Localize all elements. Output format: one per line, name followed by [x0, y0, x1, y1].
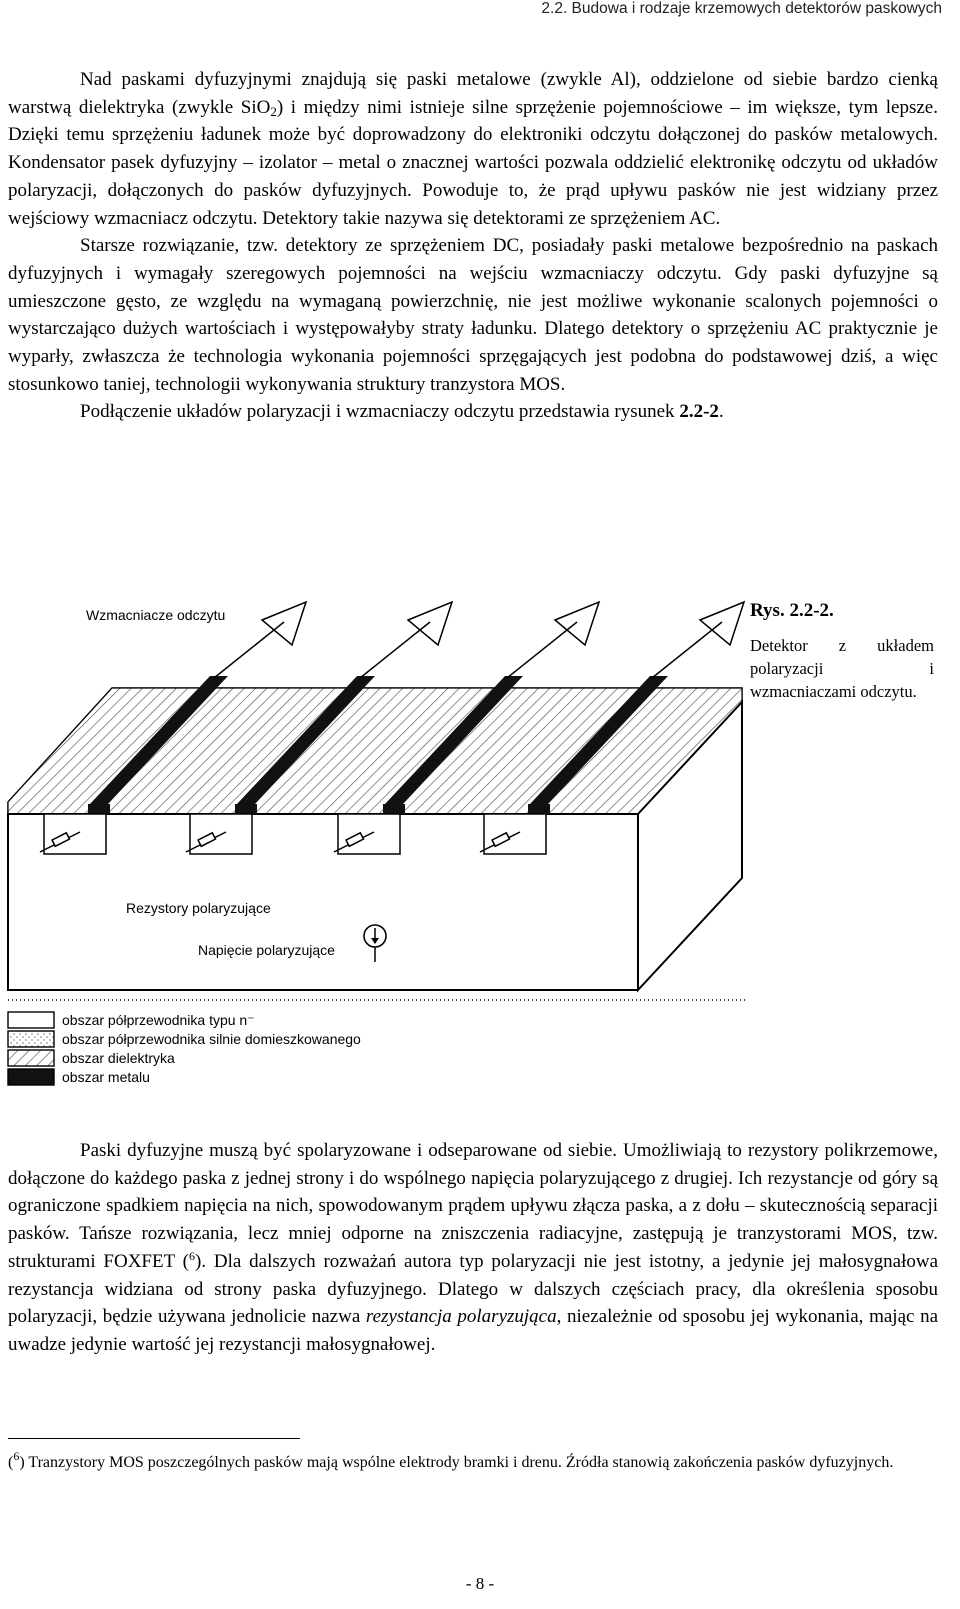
p4-text-b: ). Dla dalszych rozważań autora typ pola…: [8, 1250, 938, 1328]
text-block-top: Nad paskami dyfuzyjnymi znajdują się pas…: [8, 66, 938, 426]
readout-amplifiers: [213, 600, 745, 679]
p1-text-a: Nad paskami dyfuzyjnymi znajdują się pas…: [8, 69, 938, 118]
metal-strip-front: [88, 804, 110, 814]
legend-label: obszar metalu: [62, 1069, 150, 1085]
metal-strip: [90, 676, 228, 804]
bias-voltage-label: Napięcie polaryzujące: [198, 942, 335, 958]
footnote: (6) Tranzystory MOS poszczególnych paskó…: [8, 1449, 936, 1475]
p4-text-c: , niezależnie od sposobu jej wykonania, …: [8, 1306, 939, 1355]
footnote-number: 6: [13, 1449, 20, 1463]
metal-strip: [530, 676, 668, 804]
footnote-open: (: [8, 1454, 14, 1471]
p4-text-a: Paski dyfuzyjne muszą być spolaryzowane …: [8, 1140, 938, 1272]
amplifiers-label: Wzmacniacze odczytu: [86, 607, 225, 623]
amplifier-triangle: [260, 600, 308, 647]
running-header: 2.2. Budowa i rodzaje krzemowych detekto…: [541, 0, 942, 17]
bias-voltage-source: [363, 924, 387, 962]
page-number: - 8 -: [465, 1574, 495, 1593]
p3-text: Podłączenie układów polaryzacji i wzmacn…: [80, 401, 680, 423]
paragraph-3: Podłączenie układów polaryzacji i wzmacn…: [8, 398, 938, 426]
amplifier-triangle: [698, 600, 745, 647]
bias-resistors: [39, 831, 521, 853]
p1-text-b: ) i między nimi istnieje silne sprzężeni…: [8, 96, 938, 229]
legend-swatch-n: [7, 1011, 55, 1029]
footnote-marker: 6: [189, 1248, 196, 1263]
metal-strips: [88, 676, 668, 814]
legend-label: obszar półprzewodnika typu n⁻: [62, 1012, 255, 1028]
text-block-bottom: Paski dyfuzyjne muszą być spolaryzowane …: [8, 1137, 938, 1359]
metal-strip-front: [528, 804, 550, 814]
substrate-side-face: [637, 699, 743, 993]
legend-label: obszar półprzewodnika silnie domieszkowa…: [62, 1031, 361, 1047]
p1-subscript: 2: [270, 103, 277, 119]
legend-label: obszar dielektryka: [62, 1050, 175, 1066]
p4-italic-term: rezystancja polaryzująca: [365, 1306, 557, 1328]
amplifier-triangle: [553, 600, 601, 647]
legend-swatch-metal: [7, 1068, 55, 1086]
amplifier-triangle: [406, 600, 454, 647]
legend-swatch-dielectric: [7, 1049, 55, 1067]
footnote-text: ) Tranzystory MOS poszczególnych pasków …: [19, 1454, 894, 1471]
figure-caption: Rys. 2.2-2. Detektor z układem polaryzac…: [750, 600, 934, 703]
figure-number: Rys. 2.2-2.: [750, 600, 834, 621]
detector-figure: Wzmacniacze odczytu Rezystory polaryzują…: [7, 600, 745, 1086]
paragraph-4: Paski dyfuzyjne muszą być spolaryzowane …: [8, 1137, 938, 1359]
paragraph-1: Nad paskami dyfuzyjnymi znajdują się pas…: [8, 66, 938, 232]
figure-caption-text: Detektor z układem polaryzacji i wzmacni…: [750, 636, 934, 701]
resistors-label: Rezystory polaryzujące: [126, 900, 271, 916]
metal-strip-front: [235, 804, 257, 814]
figure-legend: obszar półprzewodnika typu n⁻ obszar pół…: [7, 999, 745, 1086]
figure-reference: 2.2-2: [679, 401, 719, 423]
metal-strip: [385, 676, 523, 804]
paragraph-2: Starsze rozwiązanie, tzw. detektory ze s…: [8, 235, 938, 395]
legend-swatch-doped: [7, 1030, 55, 1048]
footnote-rule: [8, 1438, 300, 1439]
metal-strip-front: [383, 804, 405, 814]
metal-strip: [237, 676, 375, 804]
p3-end: .: [718, 401, 724, 423]
